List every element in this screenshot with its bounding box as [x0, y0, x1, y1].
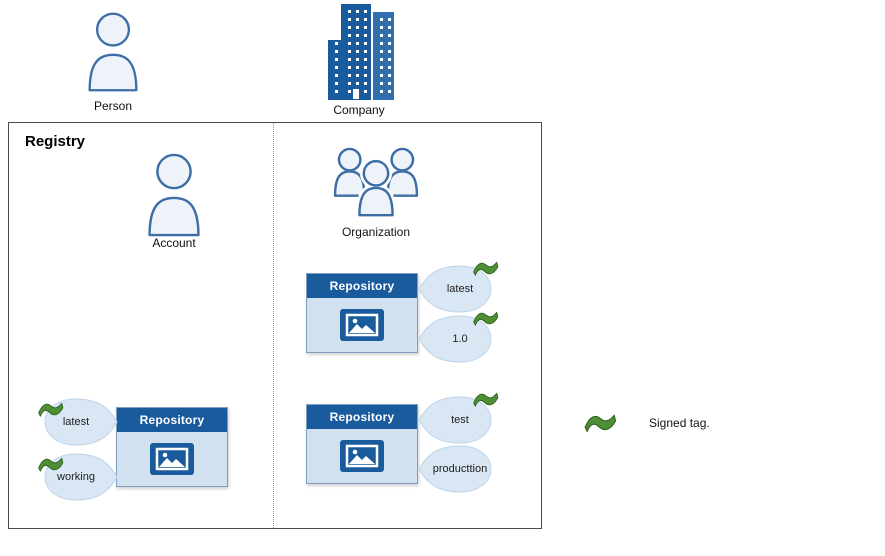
signed-tag-icon: [473, 261, 499, 276]
signed-tag-icon: [584, 414, 617, 433]
tag-balloon-icon: [44, 398, 118, 446]
organization-label: Organization: [341, 225, 411, 239]
repository-card: Repository: [116, 407, 228, 487]
repository-header: Repository: [307, 274, 417, 298]
tag-balloon-icon: [418, 315, 492, 363]
repo-tag: working: [38, 452, 119, 502]
signed-tag-icon: [473, 392, 499, 407]
person-label: Person: [93, 99, 133, 113]
repository-card: Repository: [306, 273, 418, 353]
tag-label: working: [57, 471, 95, 483]
account-person-icon: [148, 153, 200, 237]
repo-tag: 1.0: [417, 311, 499, 364]
repo-tag: producttion: [417, 444, 493, 494]
repo-tag: test: [417, 392, 499, 445]
person-icon: [88, 12, 138, 92]
repository-header: Repository: [117, 408, 227, 432]
tag-balloon-icon: [418, 396, 492, 444]
signed-tag-icon: [38, 457, 64, 472]
image-icon: [340, 440, 384, 472]
legend: Signed tag.: [583, 412, 710, 434]
signed-tag-icon: [473, 311, 499, 326]
signed-tag-icon: [38, 402, 64, 417]
image-icon: [150, 443, 194, 475]
organization-people-icon: [333, 147, 419, 220]
tag-label: producttion: [432, 463, 488, 475]
building-door: [352, 88, 360, 100]
tag-label: 1.0: [452, 333, 468, 345]
registry-title: Registry: [25, 133, 86, 150]
tag-label: latest: [446, 283, 474, 295]
company-label: Company: [333, 103, 385, 117]
image-icon: [340, 309, 384, 341]
tag-balloon-icon: [418, 265, 492, 313]
building-tall: [341, 4, 371, 100]
repository-body: [117, 432, 227, 486]
tag-label: test: [451, 414, 469, 426]
tag-label: latest: [62, 416, 90, 428]
repository-body: [307, 298, 417, 352]
tag-balloon-icon: [418, 445, 492, 493]
repository-header: Repository: [307, 405, 417, 429]
repository-card: Repository: [306, 404, 418, 484]
repo-tag: latest: [417, 261, 499, 314]
building-right: [373, 12, 394, 100]
repository-body: [307, 429, 417, 483]
company-buildings-icon: [328, 4, 394, 101]
registry-divider: [273, 123, 274, 528]
account-label: Account: [152, 236, 196, 250]
registry-box: Registry Account Repository: [8, 122, 542, 529]
tag-balloon-icon: [44, 453, 118, 501]
repo-tag: latest: [38, 397, 119, 447]
legend-label: Signed tag.: [649, 416, 710, 430]
